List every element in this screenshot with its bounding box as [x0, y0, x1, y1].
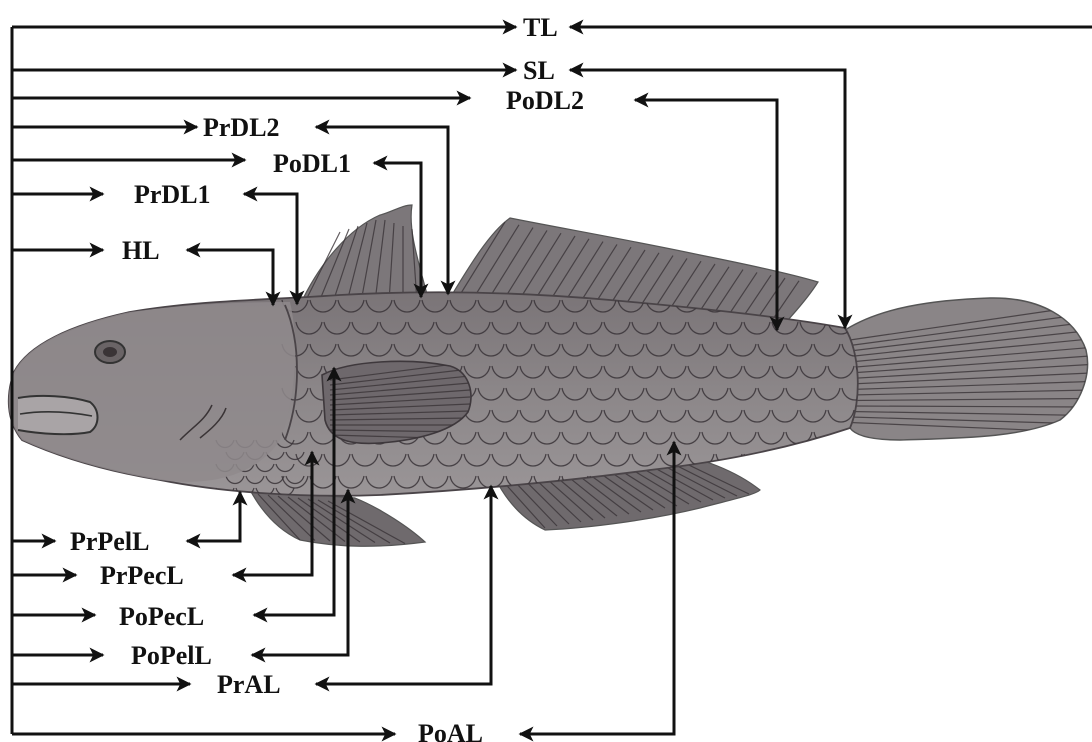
- first-dorsal-fin: [300, 205, 428, 305]
- label-tl: TL: [523, 13, 558, 42]
- label-popell: PoPelL: [131, 641, 212, 670]
- label-popecl: PoPecL: [119, 602, 204, 631]
- label-prpell: PrPelL: [70, 527, 149, 556]
- label-prpecl: PrPecL: [100, 561, 184, 590]
- label-podl2: PoDL2: [506, 86, 584, 115]
- label-sl: SL: [523, 56, 555, 85]
- fish-head: [9, 302, 297, 482]
- hl-right-arrow: [187, 250, 273, 305]
- label-pral: PrAL: [217, 670, 281, 699]
- pelvic-fin: [250, 490, 425, 546]
- label-prdl1: PrDL1: [134, 180, 211, 209]
- label-hl: HL: [122, 236, 160, 265]
- label-podl1: PoDL1: [273, 149, 351, 178]
- prpell-right-arrow: [187, 492, 240, 541]
- label-prdl2: PrDL2: [203, 113, 280, 142]
- label-poal: PoAL: [418, 719, 483, 742]
- caudal-fin: [845, 298, 1090, 440]
